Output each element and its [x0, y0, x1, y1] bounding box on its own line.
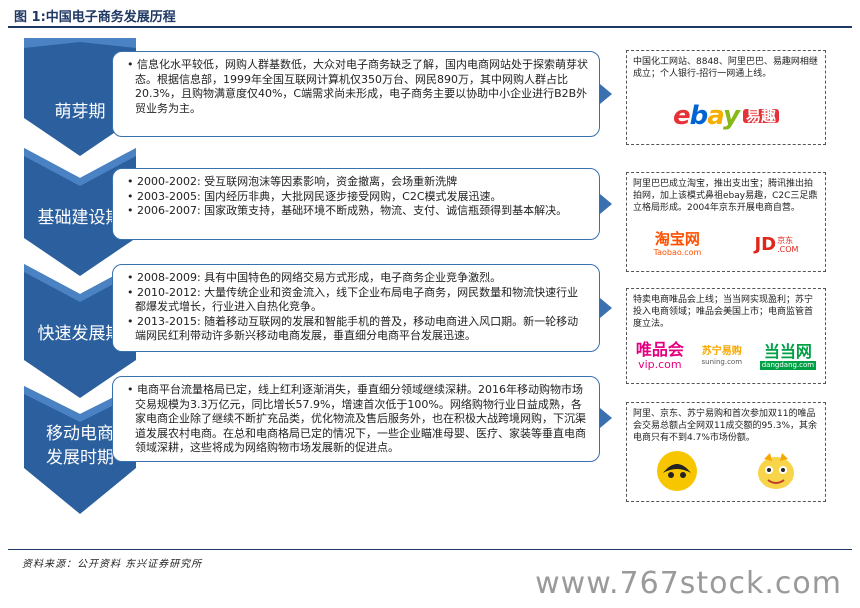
side-text: 特卖电商唯品会上线；当当网实现盈利；苏宁投入电商领域；唯品会美国上市；电商监管首… [633, 295, 814, 329]
stage-label: 萌芽期 [54, 102, 106, 122]
stage-chevron-3: 快速发展期 [24, 264, 136, 398]
jd-logo: JD 京东 .COM [754, 234, 799, 255]
watermark: www.767stock.com [535, 566, 842, 601]
arrow-icon [600, 408, 612, 428]
stage-chevron-4: 移动电商 发展时期 [24, 386, 136, 514]
stage-chevron-2: 基础建设期 [24, 148, 136, 276]
source-note: 资料来源：公开资料 东兴证券研究所 [22, 559, 203, 570]
stage-label: 移动电商 发展时期 [46, 424, 114, 468]
arrow-icon [600, 84, 612, 104]
arrow-icon [600, 298, 612, 318]
arrow-icon [600, 194, 612, 214]
mascot-logo-2 [757, 453, 794, 489]
title-rule [8, 26, 852, 28]
ebay-logo: ebay 易趣 [627, 103, 825, 129]
taobao-logo: 淘宝网 Taobao.com [653, 230, 702, 257]
stage-description-3: • 2008-2009: 具有中国特色的网络交易方式形成，电子商务企业竞争激烈。… [112, 264, 600, 352]
bullet: • 2010-2012: 大量传统企业和资金流入，线下企业布局电子商务，网民数量… [127, 285, 579, 314]
suning-logo: 苏宁易购 suning.com [701, 346, 743, 366]
stage-side-box-4: 阿里、京东、苏宁易购和首次参加双11的唯品会交易总额占全网双11成交额的95.3… [626, 402, 826, 502]
logo-row: 唯品会 vip.com 苏宁易购 suning.com 当当网 dangdang… [627, 341, 825, 371]
stage-side-box-3: 特卖电商唯品会上线；当当网实现盈利；苏宁投入电商领域；唯品会美国上市；电商监管首… [626, 288, 826, 384]
dangdang-logo: 当当网 dangdang.com [759, 341, 817, 370]
bullet: • 2013-2015: 随着移动互联网的发展和智能手机的普及，移动电商进入风口… [127, 314, 579, 343]
stage-side-box-2: 阿里巴巴成立淘宝，推出支出宝；腾讯推出拍拍网，加上该模式鼻祖ebay易趣，C2C… [626, 172, 826, 272]
stage-description-1: • 信息化水平较低，网购人群基数低，大众对电子商务缺乏了解，国内电商网站处于探索… [112, 51, 600, 137]
side-text: 阿里巴巴成立淘宝，推出支出宝；腾讯推出拍拍网，加上该模式鼻祖ebay易趣，C2C… [633, 179, 818, 213]
stage-description-4: • 电商平台流量格局已定，线上红利逐渐消失，垂直细分领域继续深耕。2016年移动… [112, 376, 600, 462]
logo-row: 淘宝网 Taobao.com JD 京东 .COM [627, 231, 825, 259]
stage-label: 快速发展期 [37, 324, 123, 344]
bullet: • 2000-2002: 受互联网泡沫等因素影响，资金撤离，会场重新洗牌 [127, 175, 458, 188]
stage-side-box-1: 中国化工网站、8848、阿里巴巴、易趣网相继成立；个人银行-招行一网通上线。 e… [626, 50, 826, 145]
bullet: • 电商平台流量格局已定，线上红利逐渐消失，垂直细分领域继续深耕。2016年移动… [127, 383, 586, 454]
mascot-logo-1 [656, 451, 697, 491]
logo-row [627, 449, 825, 493]
bullet: • 2008-2009: 具有中国特色的网络交易方式形成，电子商务企业竞争激烈。 [127, 271, 502, 284]
stage-label: 基础建设期 [37, 208, 123, 228]
bullet: • 2003-2005: 国内经历非典，大批网民逐步接受网购，C2C模式发展迅速… [127, 189, 502, 203]
side-text: 中国化工网站、8848、阿里巴巴、易趣网相继成立；个人银行-招行一网通上线。 [633, 57, 818, 79]
side-text: 阿里、京东、苏宁易购和首次参加双11的唯品会交易总额占全网双11成交额的95.3… [633, 409, 818, 443]
stage-chevron-1: 萌芽期 [24, 38, 136, 156]
vip-logo: 唯品会 vip.com [635, 340, 684, 371]
footer-rule [8, 549, 852, 550]
stage-description-2: • 2000-2002: 受互联网泡沫等因素影响，资金撤离，会场重新洗牌 • 2… [112, 168, 600, 240]
bullet: • 2006-2007: 国家政策支持，基础环境不断成熟，物流、支付、诚信瓶颈得… [127, 204, 568, 217]
figure-title: 图 1:中国电子商务发展历程 [14, 10, 176, 25]
bullet: • 信息化水平较低，网购人群基数低，大众对电子商务缺乏了解，国内电商网站处于探索… [127, 58, 588, 115]
